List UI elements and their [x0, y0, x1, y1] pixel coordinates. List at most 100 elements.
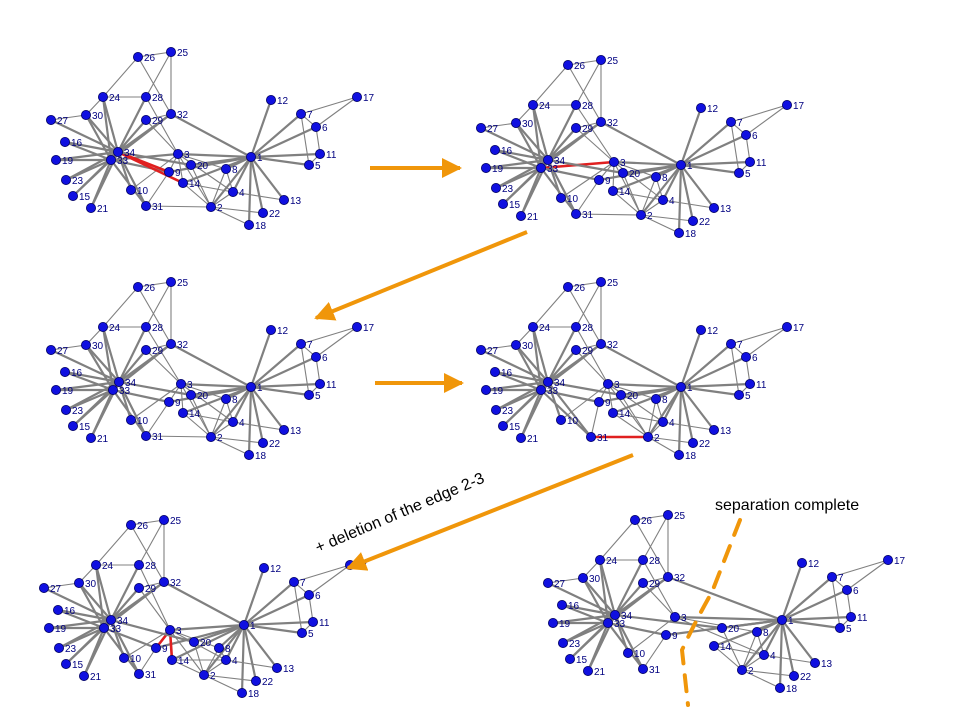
- node-label-20: 20: [197, 161, 209, 172]
- node-8: [651, 393, 662, 404]
- node-32: [165, 338, 176, 349]
- node-3: [609, 156, 620, 167]
- node-label-21: 21: [97, 434, 109, 445]
- node-21: [86, 202, 97, 213]
- node-label-1: 1: [687, 161, 693, 172]
- node-label-31: 31: [152, 202, 164, 213]
- node-label-30: 30: [589, 574, 601, 585]
- edge-10-34: [546, 380, 563, 422]
- node-label-8: 8: [232, 165, 238, 176]
- node-label-18: 18: [255, 451, 267, 462]
- node-label-30: 30: [92, 111, 104, 122]
- node-label-34: 34: [621, 611, 633, 622]
- node-13: [271, 663, 282, 674]
- edge-24-26: [102, 286, 139, 328]
- node-24: [528, 100, 539, 111]
- node-label-3: 3: [184, 150, 190, 161]
- node-label-19: 19: [62, 156, 74, 167]
- edge-2-22: [210, 206, 264, 214]
- edge-6-17: [745, 104, 788, 136]
- edge-1-12: [242, 566, 266, 627]
- edge-1-13: [249, 155, 286, 202]
- edge-16-33: [63, 370, 115, 392]
- node-label-15: 15: [72, 660, 84, 671]
- node-21: [516, 432, 527, 443]
- node-30: [510, 118, 521, 129]
- node-label-1: 1: [687, 383, 693, 394]
- edge-1-22: [242, 623, 258, 683]
- edge-24-26: [599, 519, 636, 561]
- edge-30-34: [84, 113, 120, 154]
- node-22: [789, 671, 800, 682]
- node-label-20: 20: [728, 624, 740, 635]
- node-label-33: 33: [110, 624, 122, 635]
- node-27: [46, 344, 57, 355]
- edge-2-18: [210, 206, 250, 226]
- node-25: [158, 515, 169, 526]
- edge-27-30: [50, 114, 87, 121]
- edge-29-34: [117, 348, 148, 384]
- node-24: [98, 92, 109, 103]
- node-label-22: 22: [262, 677, 274, 688]
- node-24: [98, 321, 109, 332]
- edge-24-34: [101, 95, 120, 154]
- node-31: [133, 669, 144, 680]
- node-4: [658, 416, 669, 427]
- edge-27-34: [479, 348, 550, 384]
- node-4: [759, 650, 770, 661]
- edge-2-8: [640, 176, 657, 216]
- node-20: [185, 159, 196, 170]
- edge-32-34: [117, 342, 173, 384]
- edge-7-17: [293, 564, 351, 583]
- edge-2-14: [182, 412, 212, 438]
- node-27: [475, 123, 486, 134]
- node-label-6: 6: [322, 123, 328, 134]
- edge-9-31: [138, 647, 157, 675]
- edge-1-13: [679, 385, 716, 432]
- node-25: [663, 509, 674, 520]
- node-label-19: 19: [55, 624, 67, 635]
- node-12: [696, 103, 707, 114]
- edge-1-6: [249, 125, 318, 159]
- node-label-11: 11: [326, 150, 337, 161]
- node-label-32: 32: [674, 573, 686, 584]
- node-label-1: 1: [257, 153, 263, 164]
- node-23: [54, 643, 65, 654]
- node-label-30: 30: [92, 341, 104, 352]
- node-23: [558, 638, 569, 649]
- node-label-24: 24: [539, 101, 551, 112]
- node-23: [61, 174, 72, 185]
- edge-31-34: [117, 380, 148, 438]
- node-label-28: 28: [145, 561, 157, 572]
- node-14: [709, 641, 720, 652]
- node-label-30: 30: [522, 341, 534, 352]
- removed-edge-14-34: [116, 150, 185, 185]
- edge-25-28: [145, 51, 172, 98]
- edge-31-33: [539, 388, 593, 439]
- node-31: [586, 431, 597, 442]
- edge-1-6: [679, 355, 748, 389]
- edge-30-34: [514, 343, 550, 384]
- edge-1-7: [249, 112, 303, 159]
- node-19: [548, 618, 559, 629]
- node-label-3: 3: [681, 613, 687, 624]
- node-33: [536, 162, 547, 173]
- node-label-10: 10: [137, 186, 149, 197]
- node-5: [303, 389, 314, 400]
- node-label-32: 32: [607, 340, 619, 351]
- edge-1-11: [249, 382, 322, 389]
- node-label-23: 23: [72, 406, 84, 417]
- edge-1-3: [612, 160, 683, 167]
- edge-3-10: [560, 383, 609, 421]
- node-label-5: 5: [846, 624, 852, 635]
- edge-1-4: [762, 618, 784, 657]
- edge-24-26: [532, 64, 569, 106]
- edge-1-7: [780, 575, 834, 622]
- edge-20-34: [116, 150, 193, 167]
- edge-3-28: [575, 104, 615, 163]
- node-29: [133, 583, 144, 594]
- node-label-33: 33: [614, 619, 626, 630]
- node-label-12: 12: [277, 326, 289, 337]
- edge-4-14: [182, 412, 234, 423]
- node-15: [68, 190, 79, 201]
